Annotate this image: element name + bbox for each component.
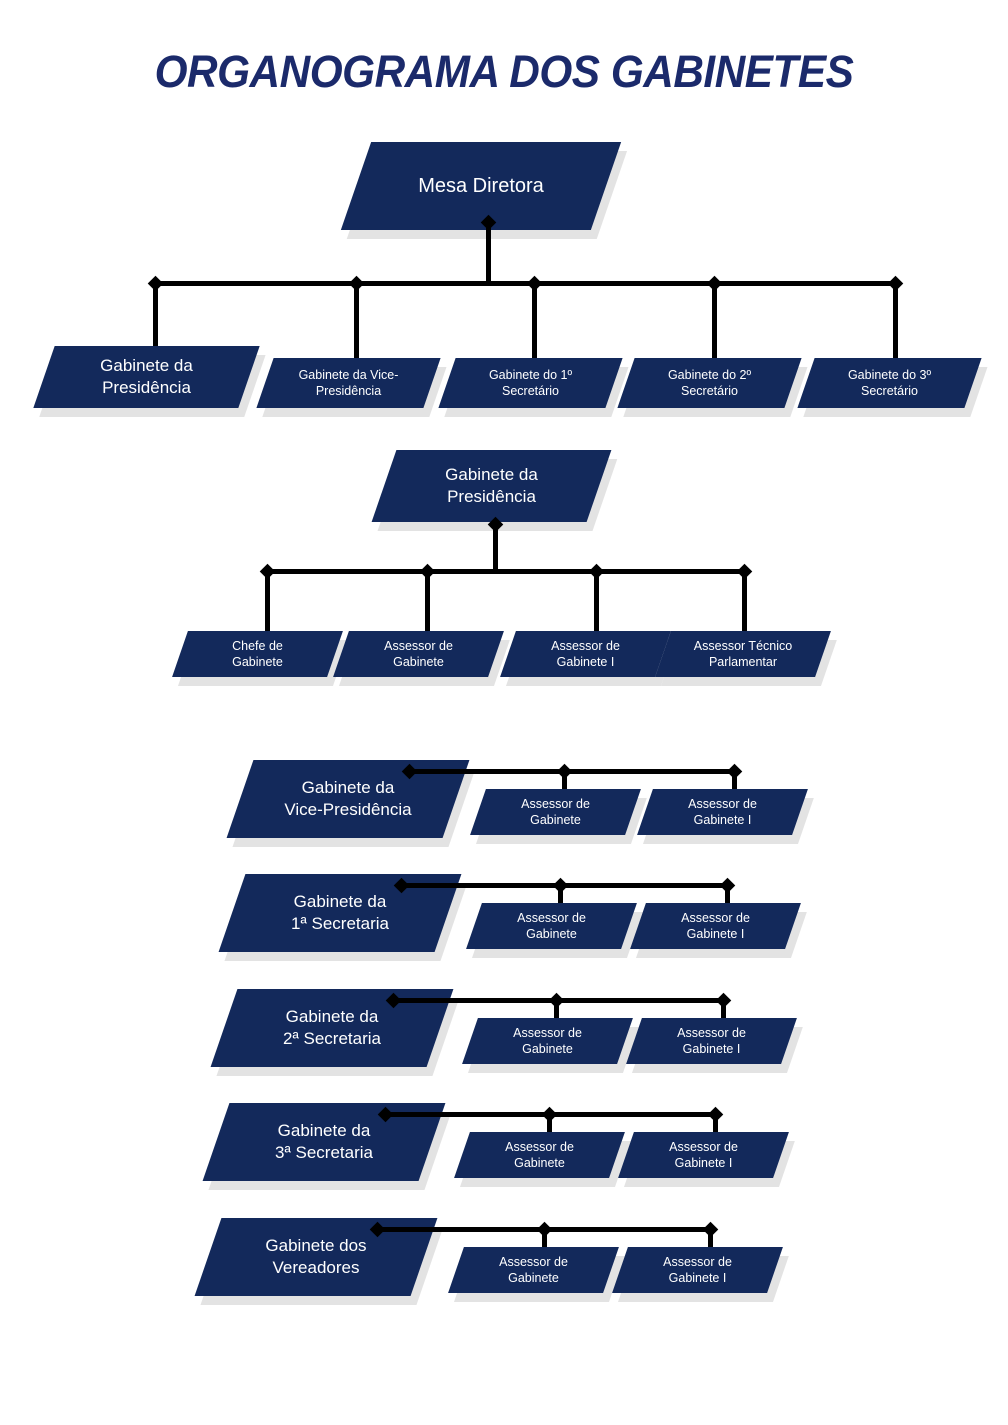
node-pres-assessor-tecnico-parlamentar[interactable]: Assessor Técnico Parlamentar: [655, 631, 837, 686]
node-pres-assessor-gabinete[interactable]: Assessor de Gabinete: [333, 631, 510, 686]
node-label: Gabinete da Presidência: [445, 464, 538, 506]
connector-drop-branch-0-child-1: [562, 771, 567, 793]
node-label: Mesa Diretora: [418, 174, 544, 197]
node-label: Gabinete do 2º Secretário: [667, 367, 752, 399]
node-label: Assessor de Gabinete I: [669, 1139, 738, 1171]
connector-drop-l2-4: [712, 283, 717, 363]
connector-drop-l2-3: [532, 283, 537, 363]
connector-drop-l2-5: [893, 283, 898, 363]
connector-drop-branch-1-child-2: [725, 885, 730, 907]
node-gabinete-1-secretario[interactable]: Gabinete do 1º Secretário: [438, 358, 629, 417]
node-label: Gabinete do 3º Secretário: [847, 367, 932, 399]
node-label: Chefe de Gabinete: [232, 638, 283, 670]
node-label: Assessor de Gabinete I: [551, 638, 620, 670]
connector-drop-branch-0-child-2: [732, 771, 737, 793]
connector-drop-branch-2-child-2: [721, 1000, 726, 1022]
node-label: Assessor de Gabinete: [513, 1025, 582, 1057]
page-title: ORGANOGRAMA DOS GABINETES: [154, 46, 854, 97]
node-gabinete-2-secretario[interactable]: Gabinete do 2º Secretário: [617, 358, 808, 417]
node-branch-0-child-2[interactable]: Assessor de Gabinete I: [637, 789, 814, 844]
node-branch-1-child-2[interactable]: Assessor de Gabinete I: [630, 903, 807, 958]
connector-drop-branch-3-child-2: [713, 1114, 718, 1136]
node-label: Gabinete da Vice- Presidência: [298, 367, 399, 399]
node-label: Assessor de Gabinete: [505, 1139, 574, 1171]
node-label: Assessor de Gabinete I: [681, 910, 750, 942]
node-branch-2-child-2[interactable]: Assessor de Gabinete I: [626, 1018, 803, 1073]
connector-drop-pres-3: [594, 571, 599, 636]
node-pres-assessor-gabinete-i[interactable]: Assessor de Gabinete I: [500, 631, 677, 686]
node-label: Gabinete da Presidência: [100, 355, 193, 397]
node-branch-3-child-1[interactable]: Assessor de Gabinete: [454, 1132, 631, 1187]
connector-drop-pres-4: [742, 571, 747, 636]
node-label: Assessor de Gabinete: [517, 910, 586, 942]
node-gabinete-3-secretario[interactable]: Gabinete do 3º Secretário: [797, 358, 988, 417]
connector-drop-branch-2-child-1: [554, 1000, 559, 1022]
node-label: Assessor de Gabinete: [499, 1254, 568, 1286]
connector-drop-l2-2: [354, 283, 359, 363]
connector-drop-l2-1: [153, 283, 158, 351]
node-branch-0-root[interactable]: Gabinete da Vice-Presidência: [226, 760, 476, 847]
node-label: Assessor de Gabinete: [384, 638, 453, 670]
node-label: Gabinete dos Vereadores: [265, 1235, 367, 1277]
node-presidencia-root[interactable]: Gabinete da Presidência: [371, 450, 618, 531]
connector-drop-branch-4-child-1: [542, 1229, 547, 1251]
node-label: Assessor de Gabinete I: [688, 796, 757, 828]
node-label: Assessor de Gabinete I: [677, 1025, 746, 1057]
node-label: Gabinete da 2ª Secretaria: [283, 1006, 381, 1048]
node-branch-1-root[interactable]: Gabinete da 1ª Secretaria: [218, 874, 468, 961]
node-branch-2-child-1[interactable]: Assessor de Gabinete: [462, 1018, 639, 1073]
connector-bus-branch-0: [410, 769, 740, 774]
connector-trunk-presidencia: [493, 524, 498, 572]
connector-trunk-root: [486, 222, 491, 284]
node-label: Gabinete da 3ª Secretaria: [275, 1120, 373, 1162]
node-gabinete-vice-presidencia[interactable]: Gabinete da Vice- Presidência: [256, 358, 447, 417]
connector-drop-pres-1: [265, 571, 270, 636]
node-gabinete-presidencia[interactable]: Gabinete da Presidência: [33, 346, 266, 417]
node-branch-4-child-1[interactable]: Assessor de Gabinete: [448, 1247, 625, 1302]
node-label: Assessor Técnico Parlamentar: [693, 638, 793, 670]
node-branch-3-child-2[interactable]: Assessor de Gabinete I: [618, 1132, 795, 1187]
node-branch-2-root[interactable]: Gabinete da 2ª Secretaria: [210, 989, 460, 1076]
node-label: Gabinete da 1ª Secretaria: [291, 891, 389, 933]
node-label: Gabinete do 1º Secretário: [488, 367, 573, 399]
node-branch-4-child-2[interactable]: Assessor de Gabinete I: [612, 1247, 789, 1302]
node-chefe-de-gabinete[interactable]: Chefe de Gabinete: [172, 631, 349, 686]
node-mesa-diretora[interactable]: Mesa Diretora: [340, 142, 628, 239]
node-label: Assessor de Gabinete I: [663, 1254, 732, 1286]
node-label: Gabinete da Vice-Presidência: [284, 777, 412, 819]
node-branch-1-child-1[interactable]: Assessor de Gabinete: [466, 903, 643, 958]
connector-bus-presidencia: [268, 569, 748, 574]
connector-bus-level2: [156, 281, 896, 286]
connector-drop-branch-4-child-2: [708, 1229, 713, 1251]
connector-drop-pres-2: [425, 571, 430, 636]
node-branch-0-child-1[interactable]: Assessor de Gabinete: [470, 789, 647, 844]
node-label: Assessor de Gabinete: [521, 796, 590, 828]
node-branch-3-root[interactable]: Gabinete da 3ª Secretaria: [202, 1103, 452, 1190]
node-branch-4-root[interactable]: Gabinete dos Vereadores: [194, 1218, 444, 1305]
connector-drop-branch-1-child-1: [558, 885, 563, 907]
connector-drop-branch-3-child-1: [547, 1114, 552, 1136]
